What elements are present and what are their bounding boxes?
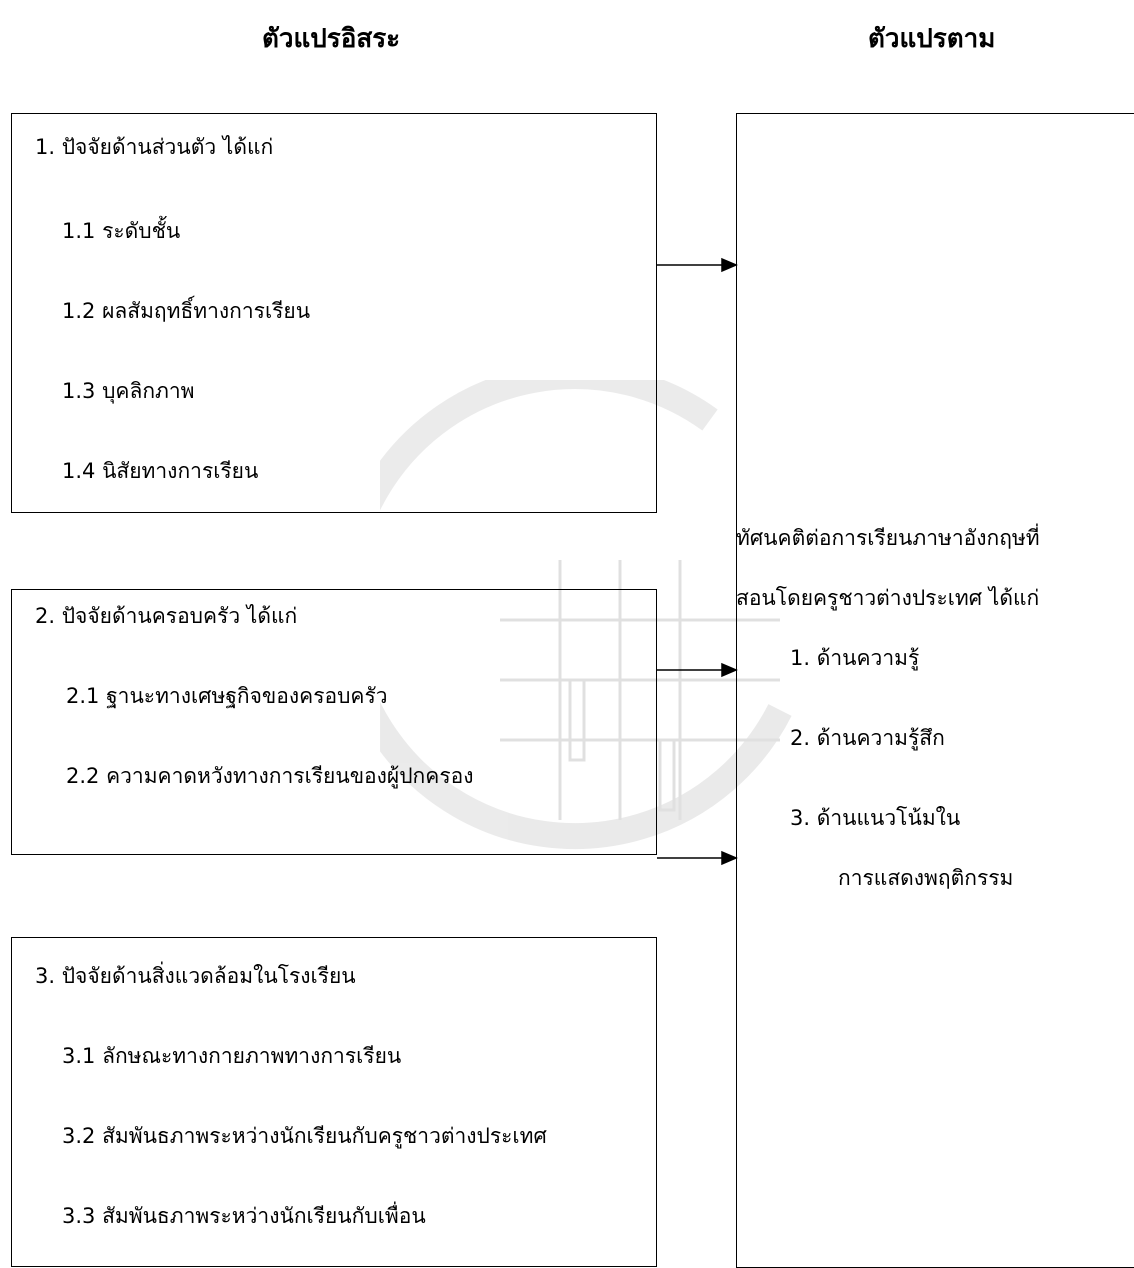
personal-factor-item: 1.1 ระดับชั้น xyxy=(62,219,181,243)
attitude-component-item: 1. ด้านความรู้ xyxy=(790,646,920,670)
attitude-component-item: 3. ด้านแนวโน้มใน xyxy=(790,806,961,830)
personal-factor-item: 1.3 บุคลิกภาพ xyxy=(62,379,195,403)
family-factors-box xyxy=(11,589,657,855)
school-environment-item: 3.1 ลักษณะทางกายภาพทางการเรียน xyxy=(62,1044,402,1068)
family-factor-item: 2.1 ฐานะทางเศษฐกิจของครอบครัว xyxy=(66,684,388,708)
attitude-component-item-continued: การแสดงพฤติกรรม xyxy=(838,866,1014,890)
attitude-description-line: ทัศนคติต่อการเรียนภาษาอังกฤษที่ xyxy=(736,526,1040,550)
personal-factors-title: 1. ปัจจัยด้านส่วนตัว ได้แก่ xyxy=(35,135,274,159)
personal-factors-box xyxy=(11,113,657,513)
independent-variables-heading: ตัวแปรอิสระ xyxy=(262,24,401,54)
school-environment-title: 3. ปัจจัยด้านสิ่งแวดล้อมในโรงเรียน xyxy=(35,964,356,988)
attitude-description-line: สอนโดยครูชาวต่างประเทศ ได้แก่ xyxy=(736,586,1040,610)
personal-factor-item: 1.4 นิสัยทางการเรียน xyxy=(62,459,259,483)
family-factor-item: 2.2 ความคาดหวังทางการเรียนของผู้ปกครอง xyxy=(66,764,474,788)
school-environment-item: 3.3 สัมพันธภาพระหว่างนักเรียนกับเพื่อน xyxy=(62,1204,426,1228)
family-factors-title: 2. ปัจจัยด้านครอบครัว ได้แก่ xyxy=(35,604,298,628)
dependent-variables-heading: ตัวแปรตาม xyxy=(868,24,996,54)
attitude-component-item: 2. ด้านความรู้สึก xyxy=(790,726,945,750)
personal-factor-item: 1.2 ผลสัมฤทธิ์ทางการเรียน xyxy=(62,299,311,323)
watermark-seal xyxy=(380,380,792,850)
school-environment-item: 3.2 สัมพันธภาพระหว่างนักเรียนกับครูชาวต่… xyxy=(62,1124,547,1148)
